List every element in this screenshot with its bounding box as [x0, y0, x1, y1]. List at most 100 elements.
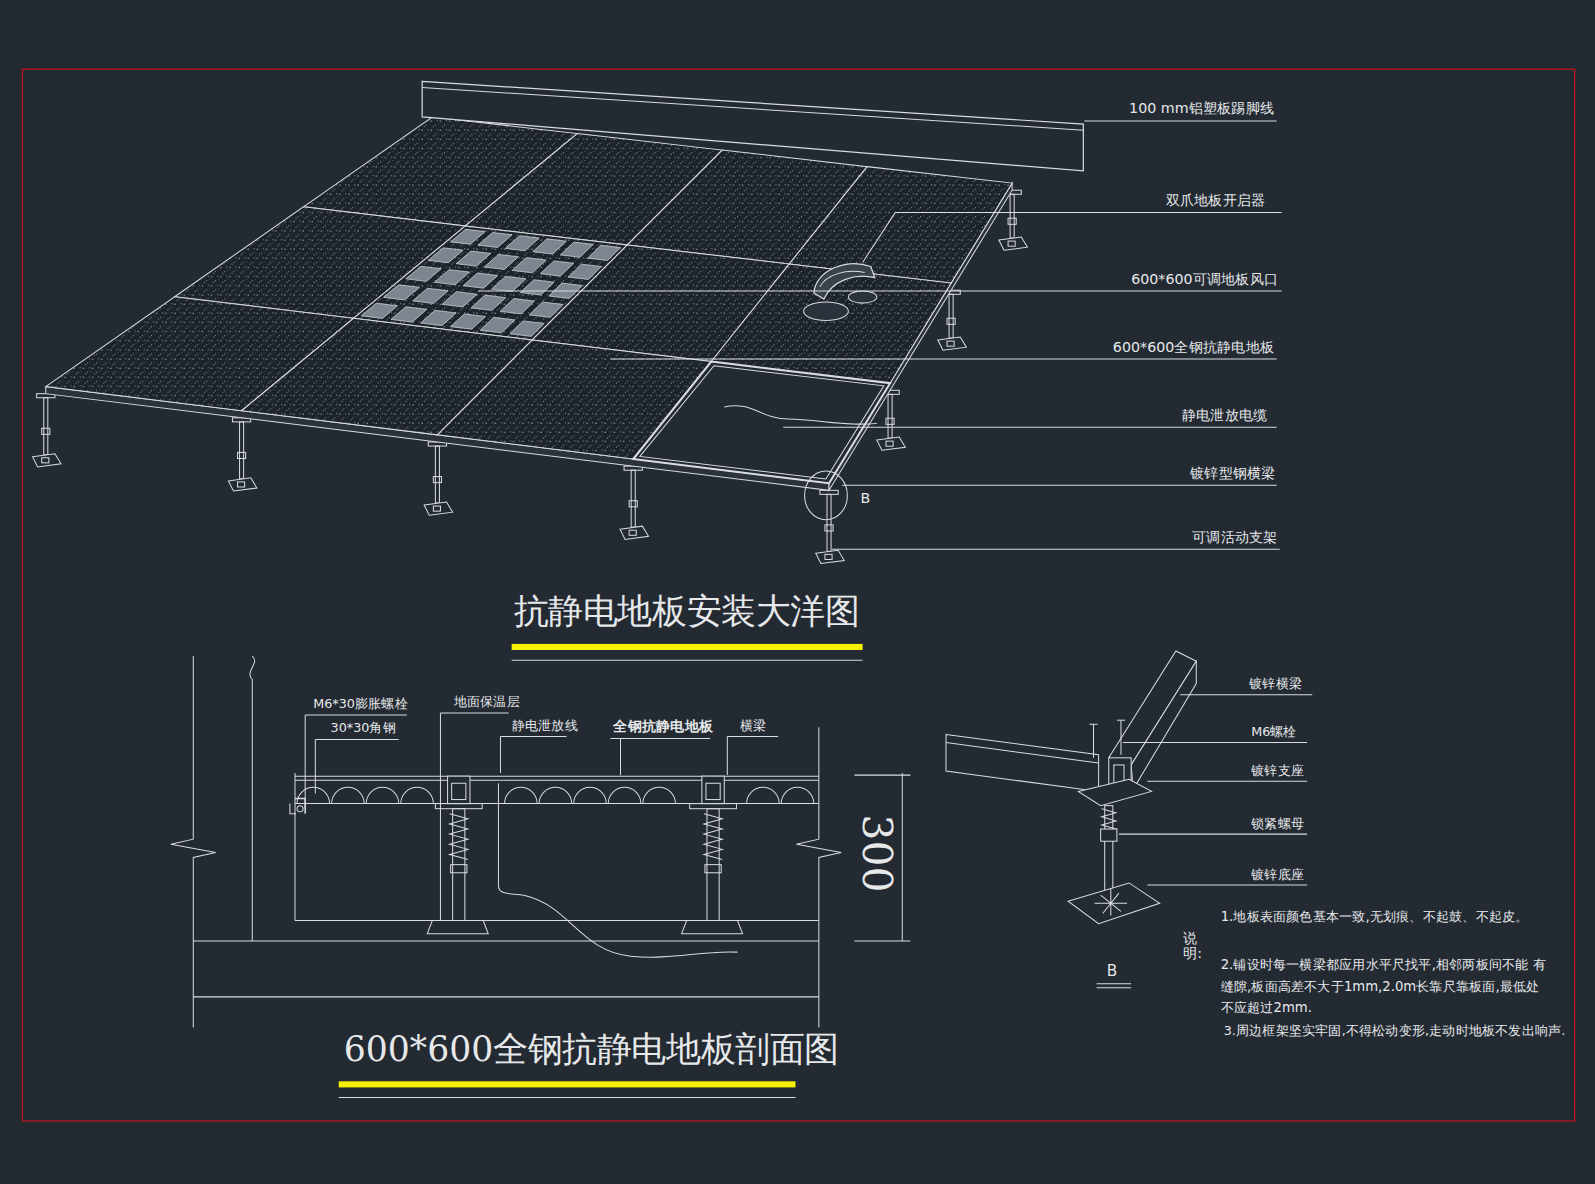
base-plate: [877, 437, 905, 450]
leader-line: [610, 359, 1276, 360]
leader-line: [842, 485, 1276, 486]
base-plate-bolt: [629, 530, 636, 535]
bolt-hook: [290, 804, 296, 814]
vent-cell: [529, 302, 563, 317]
leader-line: [500, 736, 501, 773]
detail-label: 锁紧螺母: [1251, 816, 1304, 831]
leader-line: [315, 740, 316, 794]
vent-cell: [588, 245, 621, 260]
callout-label: 600*600全钢抗静电地板: [1113, 339, 1274, 356]
vent-cell: [383, 285, 419, 300]
detail-label: 镀锌横梁: [1249, 675, 1302, 690]
callout-label: 镀锌型钢横梁: [1190, 465, 1275, 482]
caption-rule: [339, 1097, 796, 1098]
notes-heading: 说明:: [1183, 931, 1197, 962]
floor-panel: [789, 167, 1012, 283]
skirting-board: [422, 81, 1083, 171]
lock-nut: [433, 477, 441, 483]
bolt-head: [1089, 724, 1097, 725]
leader-line: [1147, 781, 1307, 782]
vent-cell: [510, 321, 544, 336]
stringer-head: [702, 776, 724, 803]
vent-cell: [450, 314, 485, 329]
lock-nut: [1008, 218, 1016, 224]
leader-line: [1123, 742, 1307, 743]
leader-line: [440, 713, 441, 921]
leader-line: [1084, 121, 1276, 122]
base-plate: [999, 237, 1027, 250]
pedestal-shaft: [949, 294, 953, 338]
suction-cup: [848, 291, 876, 303]
detail-mark: B: [1107, 961, 1117, 979]
lock-nut: [825, 525, 833, 531]
vent-cell: [492, 276, 526, 291]
thread: [450, 814, 468, 860]
leader-line: [783, 427, 1276, 428]
vent-cell: [512, 258, 546, 273]
base-plate-bolt: [825, 554, 832, 559]
base-plate: [816, 550, 844, 563]
pedestal-shaft: [631, 470, 635, 527]
leader-line: [478, 290, 1282, 291]
base-plate-bolt: [1008, 241, 1015, 246]
base-plate: [1068, 883, 1160, 924]
panel-bottom: [295, 803, 819, 804]
detail-mark-line: [1097, 983, 1132, 984]
leader-line: [863, 213, 896, 263]
vent-cell: [413, 288, 449, 303]
dimension-text: 300: [857, 815, 898, 893]
leader-line: [500, 736, 566, 737]
base-plate: [682, 921, 743, 934]
wall-face: [250, 656, 255, 941]
support-plate: [690, 804, 737, 809]
note: 1.地板表面颜色基本一致,无划痕、不起鼓、不起皮。: [1221, 908, 1529, 924]
base-plate-bolt: [886, 441, 893, 446]
vent-cell: [450, 229, 485, 244]
title-rule: [512, 660, 863, 661]
leader-line: [305, 715, 306, 809]
suction-cup: [804, 302, 849, 320]
leader-line: [620, 739, 621, 776]
bolt: [1120, 720, 1121, 755]
lifter-handle: [814, 264, 875, 299]
base-plate-bolt: [42, 458, 49, 463]
vent-cell: [484, 254, 518, 269]
caption-underline: [339, 1081, 796, 1087]
vent-cell: [421, 310, 457, 325]
sheet-border: [22, 69, 1574, 1121]
pedestal-shaft: [435, 446, 439, 503]
pedestal-shaft: [827, 494, 831, 551]
angle-steel: [295, 799, 305, 814]
bolt: [297, 806, 303, 812]
pedestal-shaft: [44, 398, 48, 455]
detail-mark: B: [861, 489, 871, 506]
stringer-frame: [633, 362, 890, 484]
leader-line: [315, 739, 398, 740]
dimension-tick: [854, 775, 910, 776]
vent-cell: [568, 264, 601, 279]
vent-cell: [478, 233, 512, 248]
base-plate-bolt: [238, 482, 245, 487]
insulation-top: [295, 920, 819, 921]
detail-label: 镀锌底座: [1251, 867, 1304, 882]
section-label: 静电泄放线: [512, 718, 578, 733]
stringer-inner: [640, 366, 884, 479]
base-plate: [427, 921, 488, 934]
static-cable: [724, 406, 877, 425]
vent-cell: [428, 248, 463, 263]
panel-top: [295, 780, 819, 781]
lock-nut: [451, 865, 467, 873]
panel-top: [295, 776, 819, 777]
vent-cell: [361, 303, 397, 318]
beam-edge: [946, 743, 1099, 763]
base-plate-bolt: [433, 506, 440, 511]
vent-cell: [520, 280, 554, 295]
note: 2.铺设时每一横梁都应用水平尺找平,相邻两板间不能 有缝隙,板面高差不大于1mm…: [1221, 954, 1552, 1018]
base-plate: [228, 478, 256, 491]
vent-cell: [471, 295, 506, 310]
lock-nut: [42, 428, 50, 434]
break-line: [796, 727, 841, 1027]
leader-line: [895, 212, 1282, 213]
support-plate: [1078, 779, 1151, 805]
lock-nut: [238, 452, 246, 458]
